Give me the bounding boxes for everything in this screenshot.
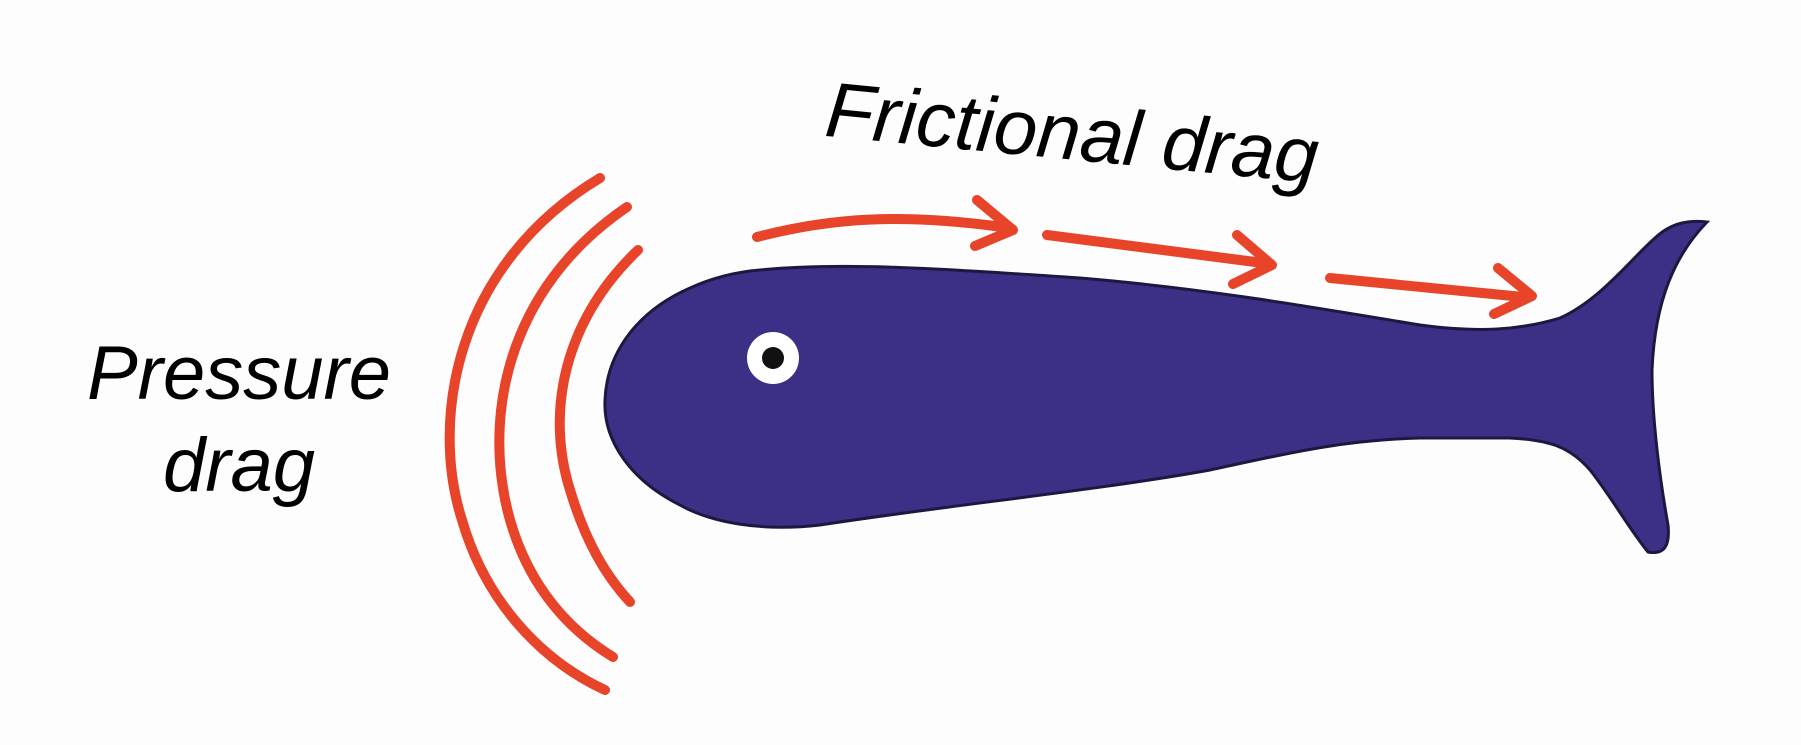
eye-icon [747,332,799,384]
friction-arrows [752,195,1537,319]
eye-pupil [762,347,784,369]
pressure-drag-label-line2: drag [162,423,316,508]
arrow-right-icon [752,195,1018,251]
pressure-waves [444,173,643,695]
arrow-right-icon [1042,230,1277,289]
pressure-arc-inner [554,245,643,607]
friction-arrow-1-shaft [752,214,1007,242]
friction-arrow-1-head [970,195,1018,251]
pressure-arc-outer [444,173,610,695]
arrow-right-icon [1325,263,1537,319]
pressure-arc-middle [494,202,632,662]
fish-body [603,219,1711,555]
pressure-drag-label: Pressure drag [74,328,404,512]
friction-arrow-3-shaft [1325,273,1528,302]
pressure-drag-label-line1: Pressure [86,331,392,416]
friction-arrow-2-head [1228,230,1277,289]
friction-arrow-3-head [1489,263,1537,319]
friction-arrow-2-shaft [1042,230,1268,268]
